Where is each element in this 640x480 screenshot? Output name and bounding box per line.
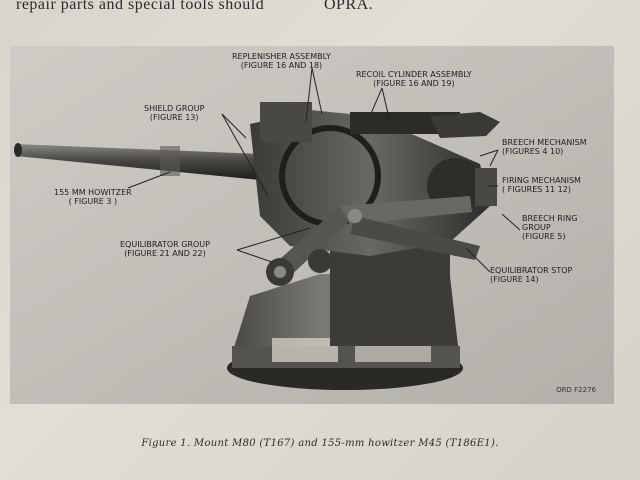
label-text: (FIGURE 16 AND 18) — [240, 61, 323, 70]
photo-reference-number: ORD F2276 — [556, 386, 596, 394]
top-text-right: OPRA. — [324, 0, 374, 13]
label-text: 155 MM HOWITZER — [54, 188, 132, 197]
label-firing-mechanism: FIRING MECHANISM ( FIGURES 11 12) — [502, 176, 581, 194]
label-equilibrator-stop: EQUILIBRATOR STOP (FIGURE 14) — [490, 266, 572, 284]
label-text: BREECH RING — [522, 214, 578, 223]
top-text-left: repair parts and special tools should — [16, 0, 265, 13]
label-shield-group: SHIELD GROUP (FIGURE 13) — [144, 104, 204, 122]
label-text: SHIELD GROUP — [144, 104, 205, 113]
label-text: (FIGURE 13) — [149, 113, 199, 122]
label-text: EQUILIBRATOR GROUP — [120, 240, 210, 249]
label-text: EQUILIBRATOR STOP — [490, 266, 573, 275]
label-text: ( FIGURES 11 12) — [502, 185, 571, 194]
label-breech-mechanism: BREECH MECHANISM (FIGURES 4 10) — [502, 138, 587, 156]
label-text: (FIGURE 16 AND 19) — [373, 79, 455, 88]
label-text: BREECH MECHANISM — [502, 138, 587, 147]
figure-caption: Figure 1. Mount M80 (T167) and 155-mm ho… — [141, 438, 499, 449]
label-text: REPLENISHER ASSEMBLY — [232, 52, 331, 61]
label-text: (FIGURES 4 10) — [502, 147, 564, 156]
label-155mm-howitzer: 155 MM HOWITZER ( FIGURE 3 ) — [54, 188, 132, 206]
howitzer-photo: REPLENISHER ASSEMBLY (FIGURE 16 AND 18) … — [10, 46, 614, 404]
label-replenisher-assembly: REPLENISHER ASSEMBLY (FIGURE 16 AND 18) — [232, 52, 331, 70]
label-text: FIRING MECHANISM — [502, 176, 581, 185]
label-text: (FIGURE 21 AND 22) — [124, 249, 206, 258]
label-recoil-cylinder-assembly: RECOIL CYLINDER ASSEMBLY (FIGURE 16 AND … — [356, 70, 472, 88]
label-text: RECOIL CYLINDER ASSEMBLY — [356, 70, 472, 79]
label-equilibrator-group: EQUILIBRATOR GROUP (FIGURE 21 AND 22) — [120, 240, 210, 258]
label-text: GROUP — [522, 223, 551, 232]
top-text-line: repair parts and special tools should OP… — [16, 0, 373, 18]
howitzer-illustration — [10, 46, 614, 404]
label-text: (FIGURE 14) — [490, 275, 539, 284]
label-breech-ring-group: BREECH RING GROUP (FIGURE 5) — [522, 214, 577, 241]
label-text: (FIGURE 5) — [522, 232, 566, 241]
label-text: ( FIGURE 3 ) — [68, 197, 118, 206]
